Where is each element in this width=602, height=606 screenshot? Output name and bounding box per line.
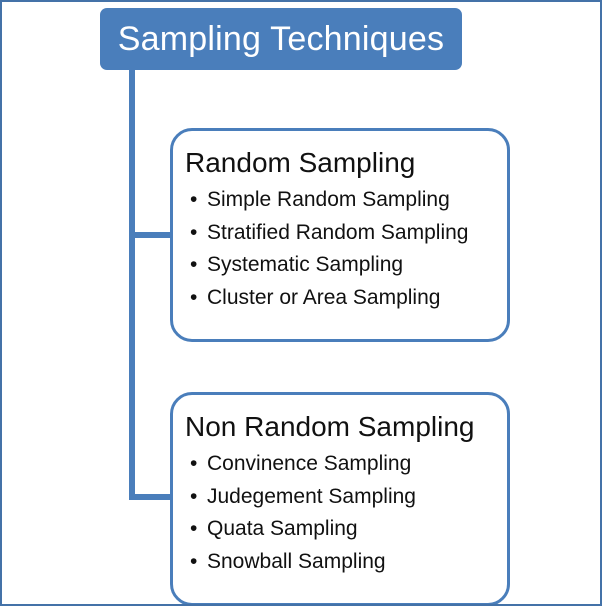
- list-item-label: Quata Sampling: [207, 517, 358, 541]
- list-item-label: Snowball Sampling: [207, 549, 386, 573]
- list-item-label: Simple Random Sampling: [207, 188, 450, 211]
- connector-branch-non-random: [129, 494, 177, 500]
- list-item-label: Stratified Random Sampling: [207, 220, 469, 244]
- list-item: • Stratified Random Sampling: [187, 217, 507, 250]
- list-item: • Quata Sampling: [187, 513, 507, 546]
- list-item: • Cluster or Area Sampling: [187, 282, 507, 315]
- list-item: • Judegement Sampling: [187, 481, 507, 514]
- connector-trunk-line: [129, 70, 135, 500]
- diagram-title-box: Sampling Techniques: [100, 8, 462, 70]
- bullet-icon: •: [190, 253, 198, 277]
- category-list-random-sampling: • Simple Random Sampling • Stratified Ra…: [173, 184, 507, 314]
- list-item: • Simple Random Sampling: [187, 184, 507, 217]
- category-box-random-sampling: Random Sampling • Simple Random Sampling…: [170, 128, 510, 342]
- category-heading-random-sampling: Random Sampling: [185, 147, 416, 178]
- list-item-label: Judegement Sampling: [207, 484, 416, 508]
- list-item-label: Convinence Sampling: [207, 452, 412, 475]
- list-item-label: Cluster or Area Sampling: [207, 285, 441, 309]
- page-title: Sampling Techniques: [117, 20, 445, 58]
- list-item: • Snowball Sampling: [187, 546, 507, 579]
- category-heading-non-random-sampling: Non Random Sampling: [185, 411, 475, 442]
- list-item: • Convinence Sampling: [187, 448, 507, 481]
- bullet-icon: •: [190, 452, 198, 475]
- list-item: • Systematic Sampling: [187, 249, 507, 282]
- bullet-icon: •: [190, 549, 198, 573]
- category-list-non-random-sampling: • Convinence Sampling • Judegement Sampl…: [173, 448, 507, 578]
- bullet-icon: •: [190, 517, 198, 541]
- category-box-non-random-sampling: Non Random Sampling • Convinence Samplin…: [170, 392, 510, 604]
- bullet-icon: •: [190, 188, 198, 211]
- bullet-icon: •: [190, 220, 198, 244]
- list-item-label: Systematic Sampling: [207, 253, 404, 277]
- bullet-icon: •: [190, 285, 198, 309]
- connector-branch-random: [129, 232, 177, 238]
- bullet-icon: •: [190, 484, 198, 508]
